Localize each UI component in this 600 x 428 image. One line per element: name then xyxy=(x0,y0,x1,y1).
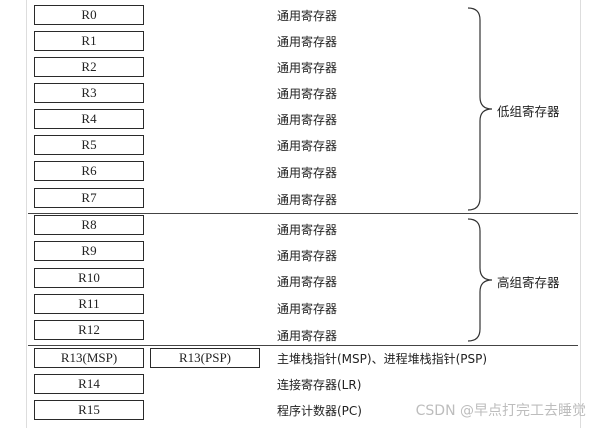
description-r11: 通用寄存器 xyxy=(277,302,338,316)
register-r0: R0 xyxy=(34,5,144,25)
register-r1: R1 xyxy=(34,31,144,51)
divider-low-high xyxy=(28,213,578,214)
description-r15: 程序计数器(PC) xyxy=(277,404,362,418)
register-r8: R8 xyxy=(34,215,144,235)
group-label-high: 高组寄存器 xyxy=(497,275,560,290)
description-r9: 通用寄存器 xyxy=(277,249,338,263)
description-r0: 通用寄存器 xyxy=(277,9,338,23)
description-r8: 通用寄存器 xyxy=(277,223,338,237)
register-r2: R2 xyxy=(34,57,144,77)
description-r7: 通用寄存器 xyxy=(277,193,338,207)
description-r1: 通用寄存器 xyxy=(277,35,338,49)
register-r12: R12 xyxy=(34,320,144,340)
description-r12: 通用寄存器 xyxy=(277,329,338,343)
brace-high-group xyxy=(467,218,493,342)
register-r13-psp: R13(PSP) xyxy=(150,348,260,368)
brace-low-group xyxy=(467,7,493,211)
register-r3: R3 xyxy=(34,83,144,103)
right-edge-line xyxy=(580,0,581,428)
group-label-low: 低组寄存器 xyxy=(497,104,560,119)
csdn-watermark: CSDN @早点打完工去睡觉 xyxy=(415,403,586,419)
description-r3: 通用寄存器 xyxy=(277,87,338,101)
description-r2: 通用寄存器 xyxy=(277,61,338,75)
register-r13-msp: R13(MSP) xyxy=(34,348,144,368)
register-r7: R7 xyxy=(34,188,144,208)
description-r5: 通用寄存器 xyxy=(277,139,338,153)
register-r5: R5 xyxy=(34,135,144,155)
register-r4: R4 xyxy=(34,109,144,129)
register-r14: R14 xyxy=(34,374,144,394)
register-r6: R6 xyxy=(34,161,144,181)
register-r15: R15 xyxy=(34,400,144,420)
description-r10: 通用寄存器 xyxy=(277,275,338,289)
description-r4: 通用寄存器 xyxy=(277,113,338,127)
left-edge-line xyxy=(26,0,27,428)
register-r10: R10 xyxy=(34,268,144,288)
register-r11: R11 xyxy=(34,294,144,314)
description-r6: 通用寄存器 xyxy=(277,166,338,180)
register-r9: R9 xyxy=(34,241,144,261)
description-r14: 连接寄存器(LR) xyxy=(277,378,362,392)
description-r13: 主堆栈指针(MSP)、进程堆栈指针(PSP) xyxy=(277,352,488,366)
divider-high-special xyxy=(28,345,578,346)
